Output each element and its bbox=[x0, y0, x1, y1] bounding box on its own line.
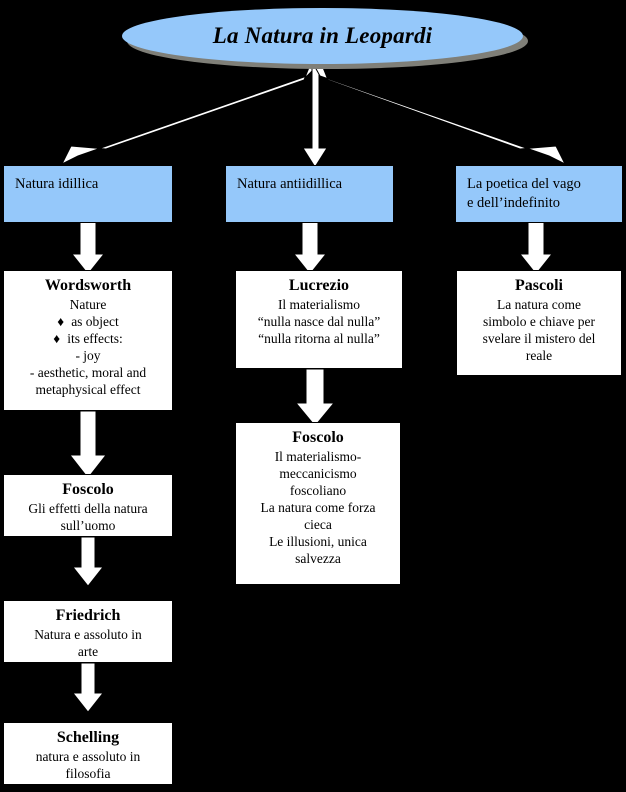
node-box-foscolo-left[interactable]: Foscolo Gli effetti della natura sull’uo… bbox=[3, 474, 176, 540]
node-title-friedrich: Friedrich bbox=[55, 607, 121, 624]
node-box-pascoli[interactable]: Pascoli La natura come simbolo e chiave … bbox=[456, 270, 625, 379]
category-label-natura-idillica: Natura idillica bbox=[15, 176, 99, 192]
node-line: Le illusioni, unica bbox=[269, 534, 367, 549]
node-title-lucrezio: Lucrezio bbox=[288, 277, 350, 294]
node-title-foscolo-center: Foscolo bbox=[292, 429, 344, 446]
node-line: - joy bbox=[75, 348, 101, 363]
node-title-pascoli: Pascoli bbox=[515, 277, 563, 294]
node-box-wordsworth[interactable]: Wordsworth Nature ♦as object ♦its effect… bbox=[3, 270, 176, 414]
node-line: “nulla nasce dal nulla” bbox=[257, 314, 381, 329]
node-title-foscolo-left: Foscolo bbox=[62, 481, 114, 498]
node-line: svelare il mistero del bbox=[482, 331, 596, 346]
node-line: Gli effetti della natura bbox=[28, 501, 148, 516]
diamond-bullet-icon: ♦ bbox=[57, 314, 65, 329]
arrow-poetica-to-pascoli bbox=[518, 221, 554, 275]
node-box-lucrezio[interactable]: Lucrezio Il materialismo “nulla nasce da… bbox=[235, 270, 406, 372]
node-bullet-item: ♦ as object bbox=[10, 313, 166, 330]
node-box-schelling[interactable]: Schelling natura e assoluto in filosofia bbox=[3, 722, 176, 788]
node-line: salvezza bbox=[295, 551, 341, 566]
node-line: cieca bbox=[304, 517, 332, 532]
node-title-schelling: Schelling bbox=[56, 729, 120, 746]
diamond-bullet-icon: ♦ bbox=[53, 331, 61, 346]
arrow-antiidillica-to-lucrezio bbox=[292, 221, 328, 275]
category-box-poetica-del-vago[interactable]: La poetica del vago e dell’indefinito bbox=[455, 165, 626, 226]
node-line: meccanicismo bbox=[279, 466, 357, 481]
arrow-idillica-to-wordsworth bbox=[70, 221, 106, 275]
node-line: Il materialismo- bbox=[274, 449, 362, 464]
category-label-poetica-del-vago: La poetica del vago e dell’indefinito bbox=[467, 176, 581, 211]
title-ellipse: La Natura in Leopardi bbox=[122, 8, 523, 64]
arrow-title-to-natura-idillica bbox=[60, 64, 317, 166]
node-box-foscolo-center[interactable]: Foscolo Il materialismo- meccanicismo fo… bbox=[235, 422, 404, 588]
node-line: natura e assoluto in bbox=[35, 749, 141, 764]
node-box-friedrich[interactable]: Friedrich Natura e assoluto in arte bbox=[3, 600, 176, 666]
node-line: metaphysical effect bbox=[35, 382, 141, 397]
node-line: sull’uomo bbox=[60, 518, 116, 533]
node-bullet-item: ♦ its effects: bbox=[10, 330, 166, 347]
node-bullet-text: its effects: bbox=[67, 331, 123, 346]
node-line: La natura come forza bbox=[260, 500, 376, 515]
node-line: - aesthetic, moral and bbox=[29, 365, 147, 380]
node-line: Nature bbox=[69, 297, 107, 312]
category-box-natura-antiidillica[interactable]: Natura antiidillica bbox=[225, 165, 397, 226]
arrow-friedrich-to-schelling bbox=[71, 662, 105, 713]
node-line: foscoliano bbox=[289, 483, 347, 498]
node-line: filosofia bbox=[65, 766, 111, 781]
node-line: reale bbox=[525, 348, 553, 363]
arrow-foscolo-to-friedrich bbox=[71, 536, 105, 587]
node-line: arte bbox=[77, 644, 99, 659]
arrow-title-to-natura-antiidillica bbox=[302, 66, 328, 168]
node-line: Natura e assoluto in bbox=[34, 627, 142, 642]
arrow-lucrezio-to-foscolo bbox=[294, 368, 336, 427]
arrow-title-to-poetica-vago bbox=[314, 64, 567, 166]
category-box-natura-idillica[interactable]: Natura idillica bbox=[3, 165, 176, 226]
node-line: La natura come bbox=[497, 297, 581, 312]
arrow-wordsworth-to-foscolo bbox=[68, 410, 108, 479]
node-title-wordsworth: Wordsworth bbox=[44, 277, 132, 294]
category-label-natura-antiidillica: Natura antiidillica bbox=[237, 176, 343, 192]
node-bullet-text: as object bbox=[71, 314, 119, 329]
node-line: “nulla ritorna al nulla” bbox=[258, 331, 380, 346]
node-line: Il materialismo bbox=[277, 297, 361, 312]
node-line: simbolo e chiave per bbox=[482, 314, 596, 329]
page-title: La Natura in Leopardi bbox=[212, 23, 433, 48]
